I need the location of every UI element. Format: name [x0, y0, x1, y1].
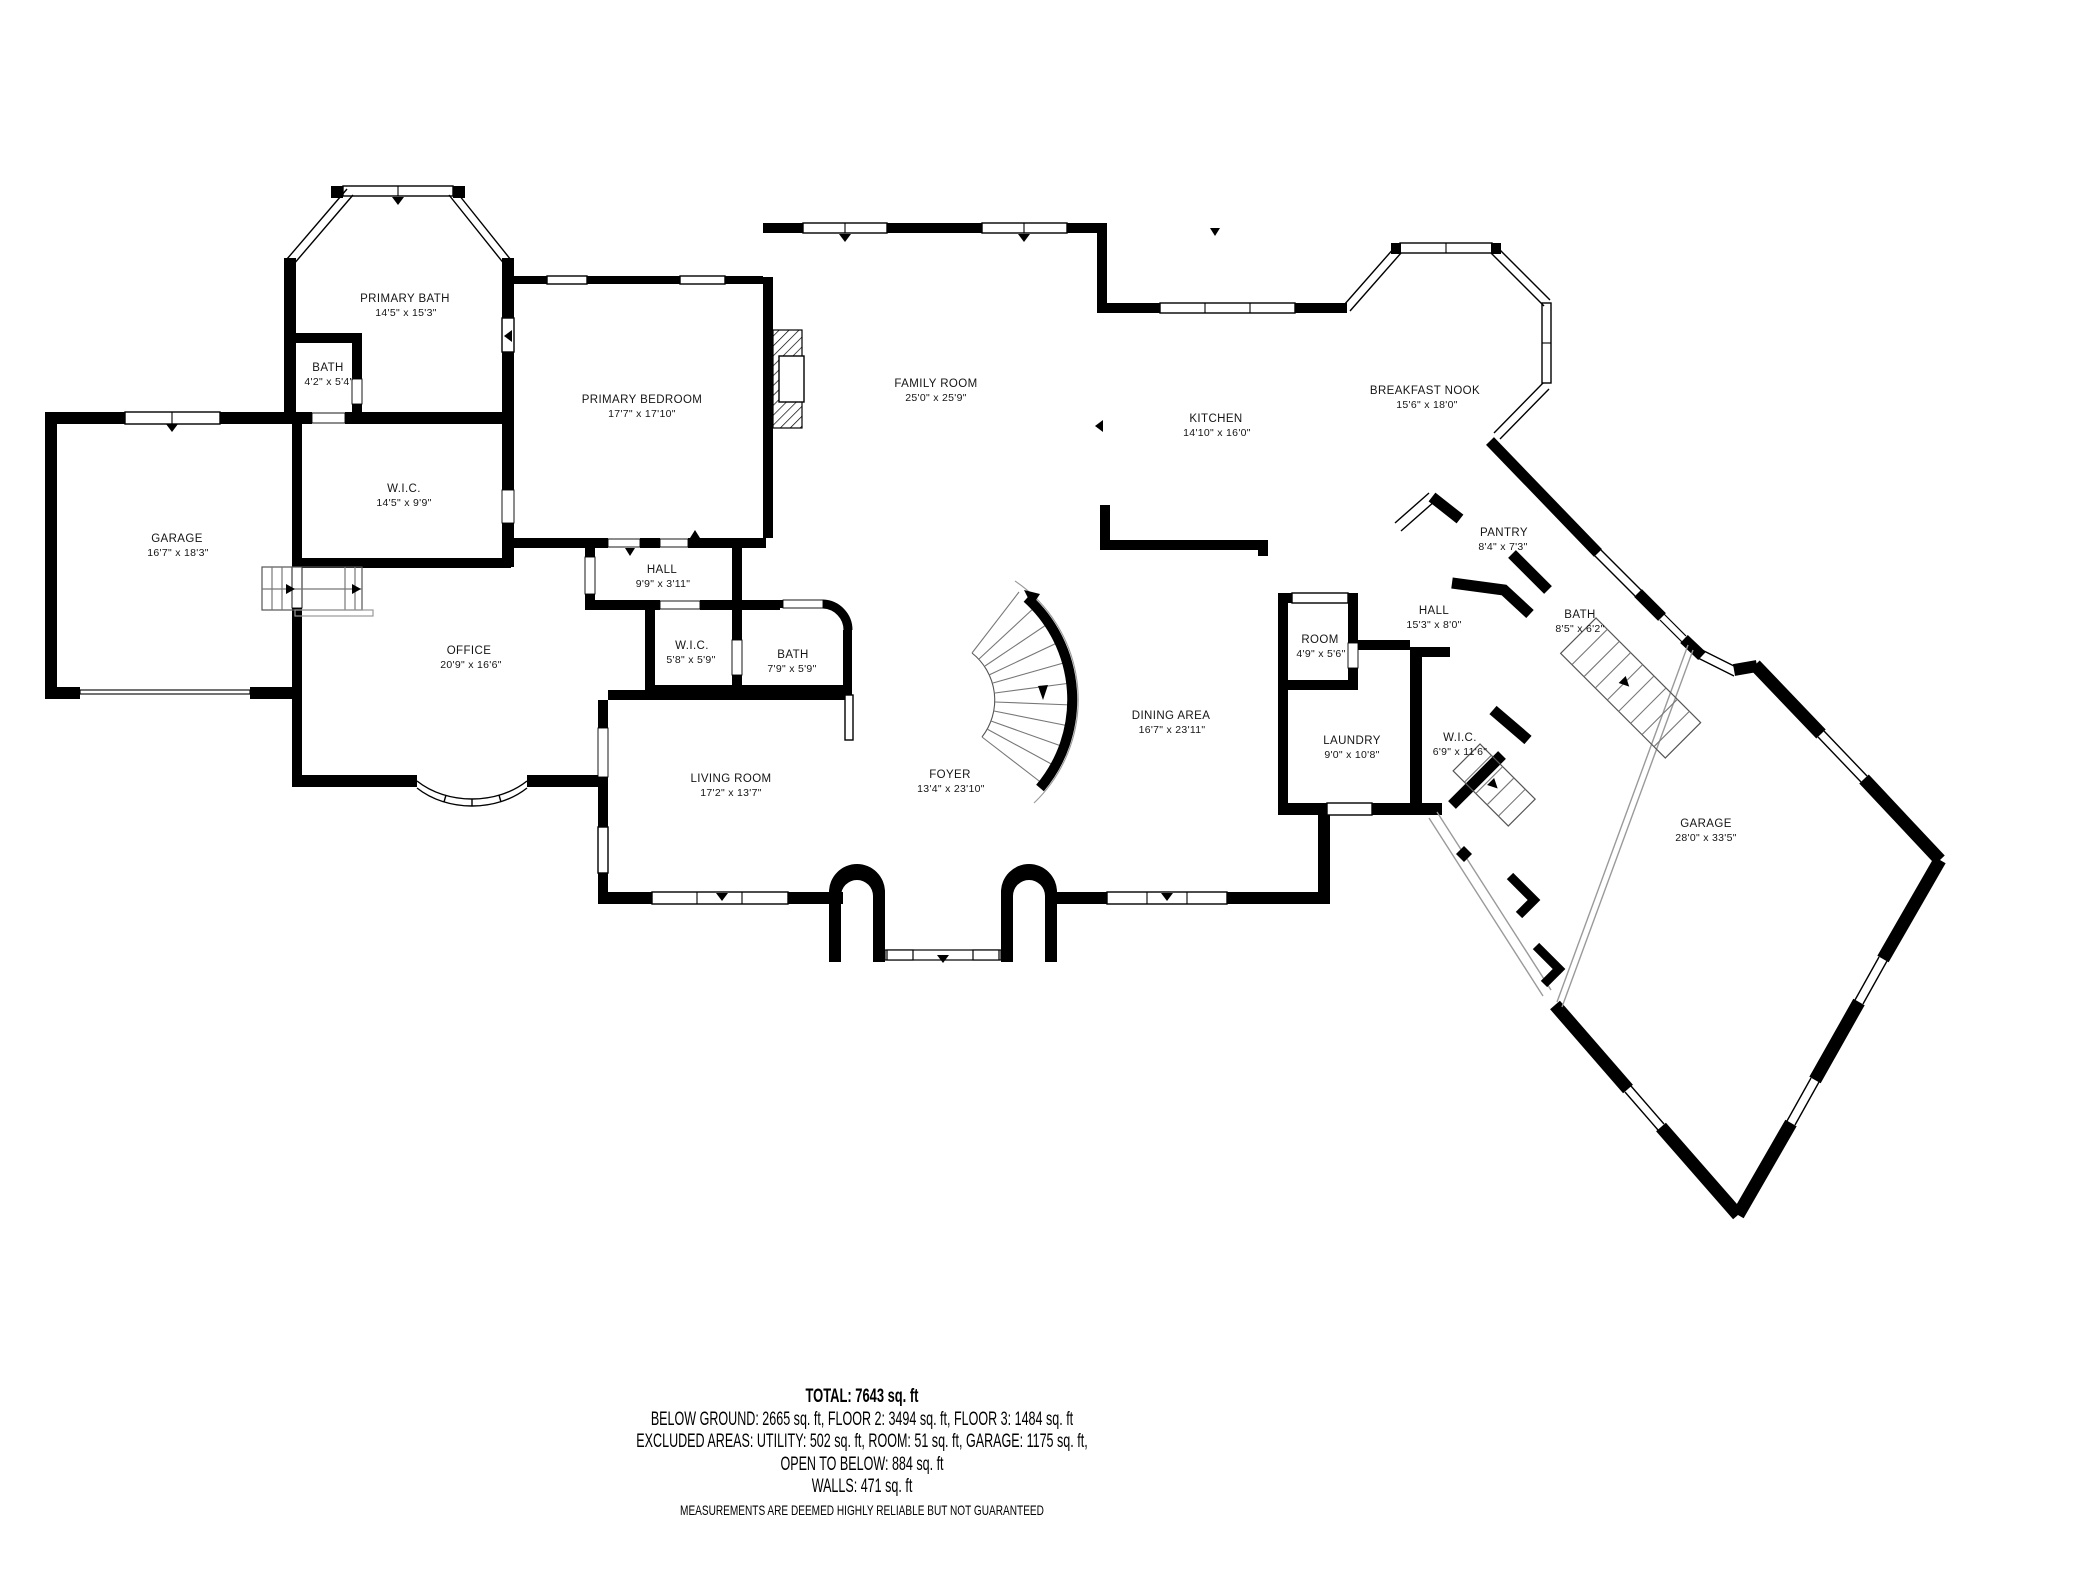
garage-right-walls	[1550, 660, 1946, 1220]
room-label-primary-bedroom: PRIMARY BEDROOM	[582, 394, 703, 406]
walkway	[1428, 811, 1566, 997]
porch-arches	[829, 864, 1057, 962]
room-dims-pantry: 8'4" x 7'3"	[1478, 541, 1527, 553]
walkway-post-diamond	[1456, 846, 1472, 862]
room-dims-breakfast-nook: 15'6" x 18'0"	[1396, 399, 1458, 411]
fireplace	[772, 329, 805, 429]
room-dims-bath-small: 4'2" x 5'4"	[304, 376, 353, 388]
room-label-wic-left: W.I.C.	[387, 483, 421, 495]
windows	[124, 185, 1552, 905]
room-dims-dining-area: 16'7" x 23'11"	[1139, 724, 1206, 736]
bath-curved-wall	[822, 599, 853, 631]
room-label-laundry: LAUNDRY	[1323, 735, 1381, 747]
garage-right-open-front	[1556, 644, 1694, 1008]
room-dims-living-room: 17'2" x 13'7"	[700, 787, 762, 799]
room-dims-wic-right: 6'9" x 11'6"	[1433, 746, 1488, 758]
stairs-main	[261, 566, 374, 617]
room-labels: PRIMARY BATH 14'5" x 15'3" BATH 4'2" x 5…	[147, 293, 1737, 844]
room-label-wic-center: W.I.C.	[675, 640, 709, 652]
room-label-office: OFFICE	[447, 645, 492, 657]
room-dims-bath-center: 7'9" x 5'9"	[767, 663, 816, 675]
summary-open-below: OPEN TO BELOW: 884 sq. ft	[780, 1453, 944, 1475]
room-label-garage-left: GARAGE	[151, 533, 203, 545]
room-label-dining-area: DINING AREA	[1132, 710, 1211, 722]
room-label-room: ROOM	[1301, 634, 1338, 646]
room-label-wic-right: W.I.C.	[1443, 732, 1477, 744]
garage-door-line	[79, 689, 251, 695]
room-dims-hall-right: 15'3" x 8'0"	[1406, 619, 1461, 631]
room-dims-laundry: 9'0" x 10'8"	[1324, 749, 1379, 761]
room-label-family-room: FAMILY ROOM	[894, 378, 977, 390]
room-dims-foyer: 13'4" x 23'10"	[917, 783, 985, 795]
room-dims-family-room: 25'0" x 25'9"	[905, 392, 967, 404]
room-label-living-room: LIVING ROOM	[690, 773, 771, 785]
room-dims-hall-center: 9'9" x 3'11"	[636, 578, 691, 590]
diagonal-door	[1659, 613, 1687, 643]
summary-block: TOTAL: 7643 sq. ft BELOW GROUND: 2665 sq…	[0, 1386, 1724, 1521]
room-label-bath-center: BATH	[777, 649, 808, 661]
room-dims-office: 20'9" x 16'6"	[440, 659, 502, 671]
door-openings	[291, 378, 1359, 778]
tick-marks	[166, 197, 1220, 963]
room-dims-room: 4'9" x 5'6"	[1296, 648, 1345, 660]
room-label-garage-right: GARAGE	[1680, 818, 1732, 830]
summary-disclaimer: MEASUREMENTS ARE DEEMED HIGHLY RELIABLE …	[680, 1501, 1044, 1518]
stairs-right-lower	[1452, 743, 1537, 827]
walls	[45, 223, 1450, 904]
stairs-right	[1559, 617, 1702, 759]
room-label-hall-center: HALL	[647, 564, 678, 576]
room-label-bath-small: BATH	[312, 362, 343, 374]
stairs-foyer	[971, 580, 1079, 804]
room-dims-garage-left: 16'7" x 18'3"	[147, 547, 209, 559]
room-dims-garage-right: 28'0" x 33'5"	[1675, 832, 1737, 844]
room-dims-kitchen: 14'10" x 16'0"	[1183, 427, 1251, 439]
room-dims-wic-left: 14'5" x 9'9"	[376, 497, 431, 509]
room-label-pantry: PANTRY	[1480, 527, 1528, 539]
room-label-primary-bath: PRIMARY BATH	[360, 293, 450, 305]
summary-total: TOTAL: 7643 sq. ft	[805, 1386, 919, 1407]
room-label-breakfast-nook: BREAKFAST NOOK	[1370, 385, 1480, 397]
bay-windows	[286, 188, 1888, 1131]
summary-floors: BELOW GROUND: 2665 sq. ft, FLOOR 2: 3494…	[650, 1408, 1074, 1430]
room-label-hall-right: HALL	[1419, 605, 1450, 617]
room-dims-bath-right: 8'5" x 6'2"	[1555, 623, 1604, 635]
room-label-kitchen: KITCHEN	[1189, 413, 1242, 425]
room-dims-primary-bedroom: 17'7" x 17'10"	[608, 408, 676, 420]
summary-walls: WALLS: 471 sq. ft	[811, 1476, 913, 1497]
room-dims-primary-bath: 14'5" x 15'3"	[375, 307, 437, 319]
room-dims-wic-center: 5'8" x 5'9"	[666, 654, 715, 666]
diagonal-walls	[1428, 437, 1759, 809]
summary-excluded: EXCLUDED AREAS: UTILITY: 502 sq. ft, ROO…	[636, 1431, 1088, 1452]
room-label-foyer: FOYER	[929, 769, 971, 781]
room-label-bath-right: BATH	[1564, 609, 1595, 621]
